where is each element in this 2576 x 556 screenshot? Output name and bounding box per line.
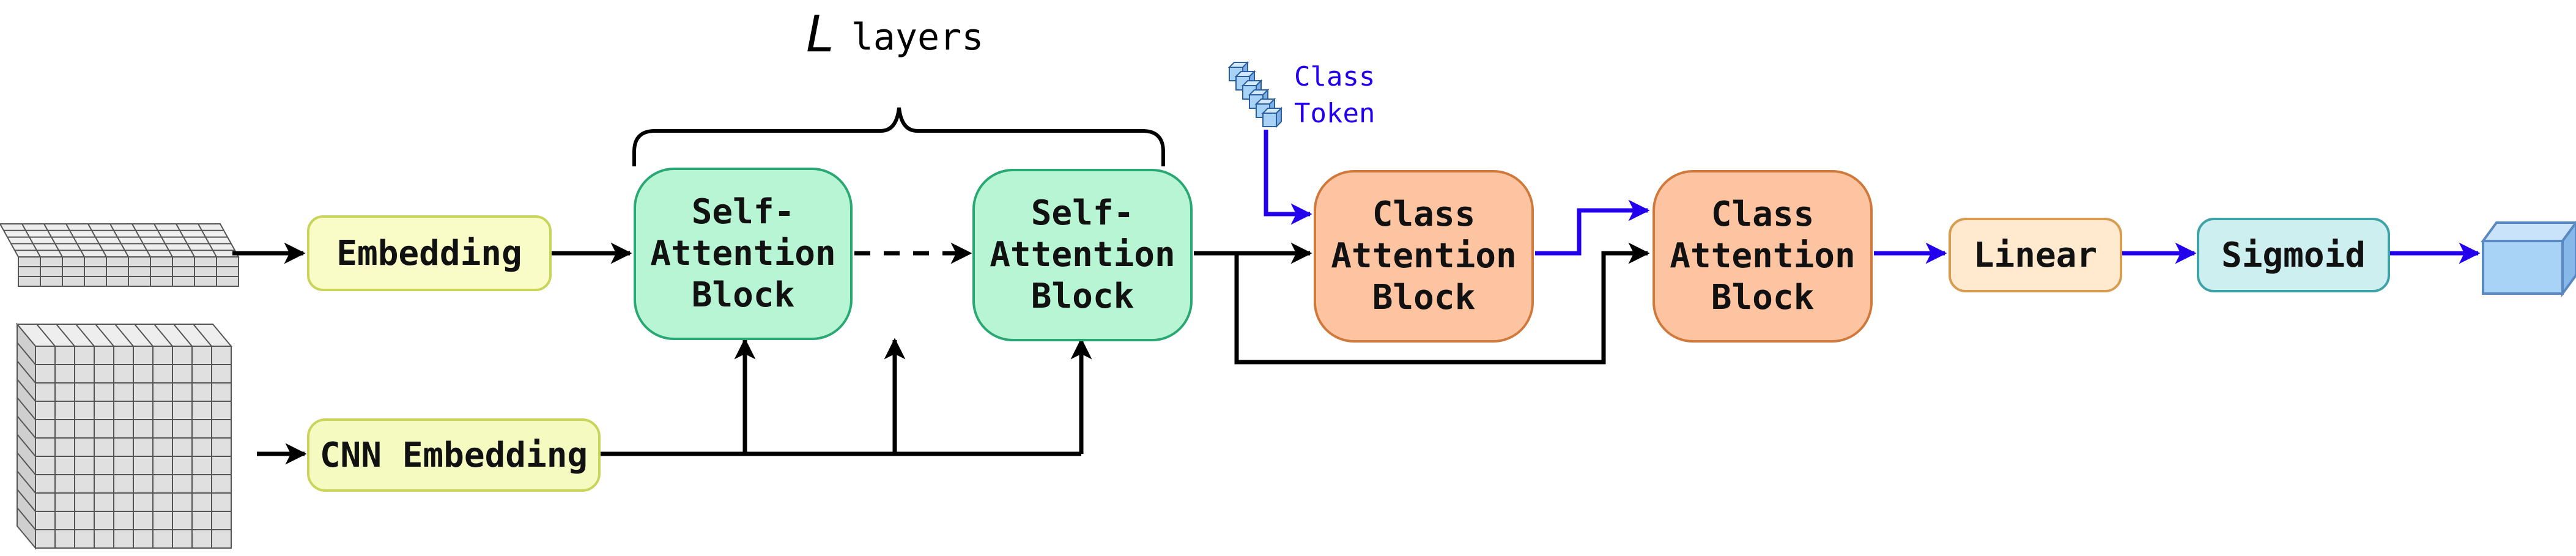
class-attention-block-2-label: Class Attention Block: [1670, 195, 1856, 317]
self-attention-block-2: Self- Attention Block: [972, 169, 1193, 341]
arrow-sa2-to-ca2-skip: [1234, 242, 1650, 365]
sigmoid-label: Sigmoid: [2221, 235, 2366, 275]
layers-label: L layers: [806, 6, 984, 64]
layers-symbol: L: [806, 6, 834, 64]
image-volume-icon: [15, 322, 233, 550]
linear-block: Linear: [1949, 218, 2122, 292]
arrow-ca1-to-ca2: [1535, 199, 1650, 256]
layers-text: layers: [851, 16, 984, 59]
self-attention-block-1: Self- Attention Block: [634, 168, 853, 340]
arrow-token-to-ca1: [1264, 130, 1312, 225]
connections-black: [232, 242, 1650, 465]
output-cube-icon: [2481, 220, 2576, 298]
class-token-icon: [1227, 61, 1283, 128]
class-token-line1: Class: [1294, 61, 1375, 92]
layers-brace: [632, 107, 1165, 166]
embedding-block: Embedding: [307, 215, 552, 291]
class-attention-block-1: Class Attention Block: [1314, 170, 1534, 343]
cnn-embedding-block: CNN Embedding: [307, 418, 601, 492]
class-token-line2: Token: [1294, 98, 1375, 129]
sigmoid-block: Sigmoid: [2197, 218, 2390, 292]
connections-blue: [1264, 130, 2481, 264]
class-attention-block-2: Class Attention Block: [1653, 170, 1873, 343]
embedding-label: Embedding: [336, 233, 522, 273]
self-attention-block-1-label: Self- Attention Block: [650, 192, 836, 315]
patch-grid-icon: [0, 223, 240, 287]
cnn-embedding-label: CNN Embedding: [319, 435, 588, 475]
linear-label: Linear: [1973, 235, 2098, 275]
class-attention-block-1-label: Class Attention Block: [1331, 195, 1517, 317]
class-token-label: Class Token: [1294, 59, 1375, 132]
self-attention-block-2-label: Self- Attention Block: [990, 193, 1175, 316]
